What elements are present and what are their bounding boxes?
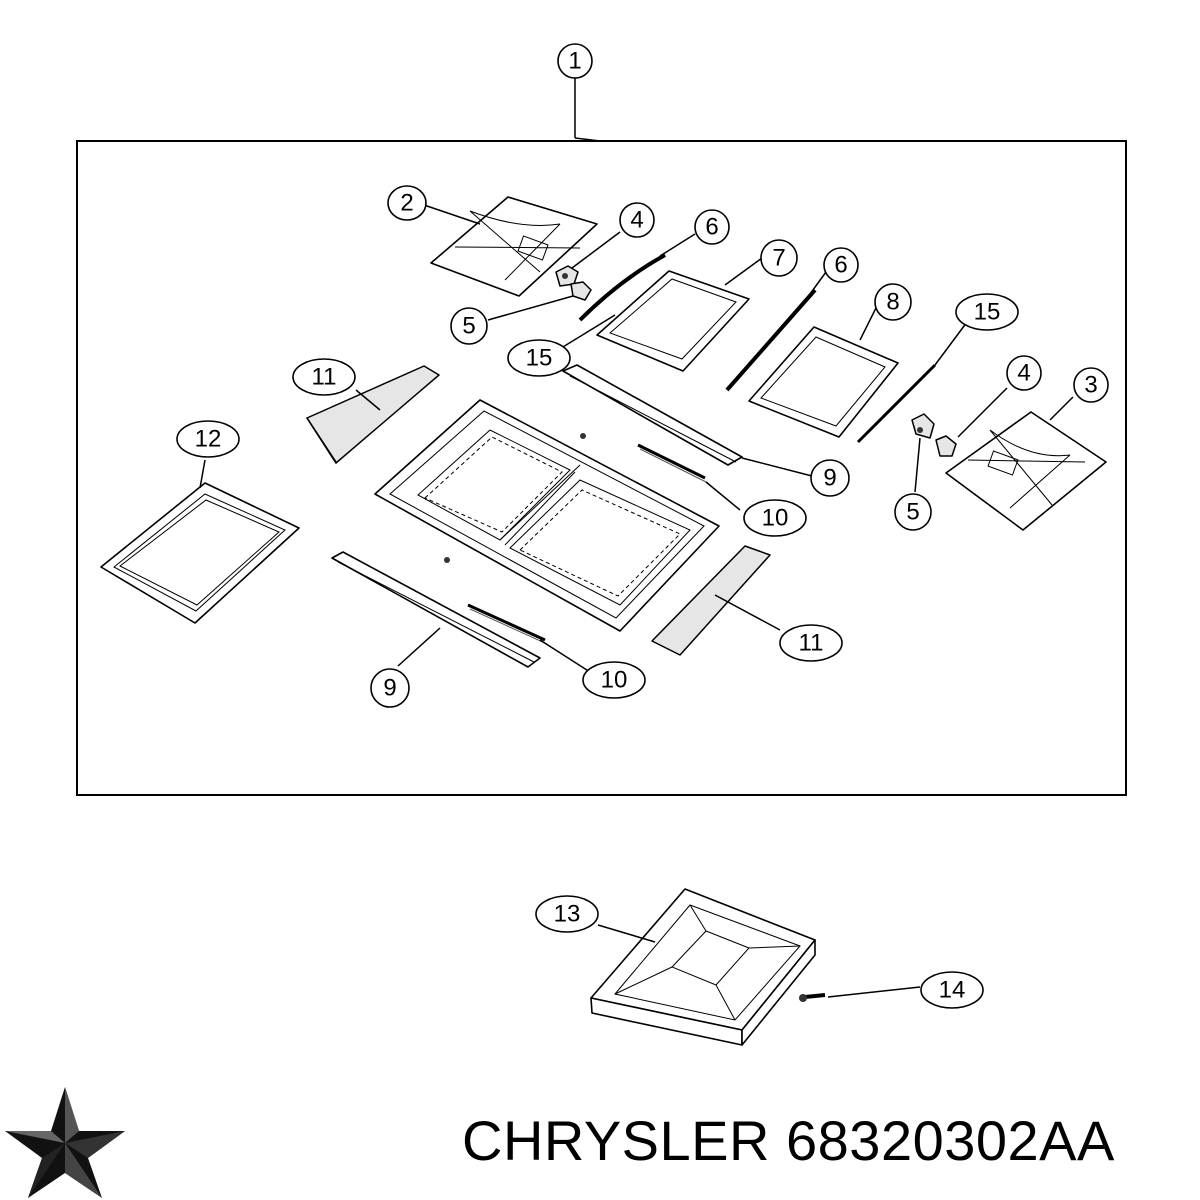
callout-6-left: 6 xyxy=(694,209,730,245)
callout-13: 13 xyxy=(535,895,599,933)
callout-2: 2 xyxy=(387,185,427,221)
chrysler-pentastar-logo-icon xyxy=(5,1087,125,1198)
callout-10-lower: 10 xyxy=(582,661,646,699)
callout-3: 3 xyxy=(1073,367,1109,403)
callout-14: 14 xyxy=(920,971,984,1009)
svg-text:7: 7 xyxy=(772,245,785,272)
svg-text:11: 11 xyxy=(312,364,337,391)
callout-10-upper: 10 xyxy=(743,499,807,537)
part-14-screw xyxy=(799,993,826,1002)
callout-15-right: 15 xyxy=(955,293,1019,331)
svg-text:15: 15 xyxy=(526,345,553,372)
svg-text:12: 12 xyxy=(195,426,222,453)
callout-9-upper: 9 xyxy=(810,459,850,497)
part-10-guide-upper xyxy=(637,443,709,484)
brand-name: CHRYSLER xyxy=(462,1109,770,1172)
svg-text:9: 9 xyxy=(823,465,836,492)
part-13-motor-module xyxy=(590,888,816,1046)
svg-text:2: 2 xyxy=(400,190,413,217)
callout-9-lower: 9 xyxy=(370,668,410,708)
callout-5-left: 5 xyxy=(450,307,488,345)
part-7-front-glass xyxy=(596,270,750,372)
part-number: 68320302AA xyxy=(786,1109,1115,1172)
callout-12: 12 xyxy=(176,420,240,458)
svg-text:10: 10 xyxy=(601,667,628,694)
part-number-label: CHRYSLER 68320302AA xyxy=(462,1108,1192,1173)
svg-text:5: 5 xyxy=(462,313,475,340)
svg-text:9: 9 xyxy=(383,675,396,702)
svg-text:4: 4 xyxy=(630,207,643,234)
svg-text:10: 10 xyxy=(762,505,789,532)
part-8-rear-glass xyxy=(748,326,899,438)
part-12-frame-panel xyxy=(100,482,300,624)
svg-text:6: 6 xyxy=(705,214,718,241)
part-9-rail-lower xyxy=(331,551,541,668)
callout-4-right: 4 xyxy=(1006,355,1042,391)
svg-text:3: 3 xyxy=(1084,372,1097,399)
callout-6-right: 6 xyxy=(823,247,859,283)
callout-8: 8 xyxy=(874,283,912,321)
part-11-side-panel-left xyxy=(306,365,440,464)
part-main-sunroof-frame xyxy=(374,399,720,632)
callout-7: 7 xyxy=(760,239,798,277)
part-11-side-panel-right xyxy=(651,545,771,656)
part-3-shade-panel xyxy=(945,411,1107,531)
svg-text:14: 14 xyxy=(939,977,966,1004)
svg-text:8: 8 xyxy=(886,289,899,316)
svg-text:1: 1 xyxy=(568,48,581,75)
svg-text:13: 13 xyxy=(554,901,581,928)
svg-text:4: 4 xyxy=(1017,360,1030,387)
part-4-bracket-right xyxy=(935,435,957,457)
callout-5-right: 5 xyxy=(894,493,932,531)
assembly-frame xyxy=(76,140,1127,796)
part-5-bracket-left xyxy=(570,281,592,301)
part-5-bracket-right xyxy=(911,413,935,439)
svg-text:15: 15 xyxy=(974,299,1001,326)
callout-1: 1 xyxy=(557,43,593,79)
part-2-shade-panel xyxy=(430,196,598,297)
part-6-seal-strip-b xyxy=(725,288,817,392)
part-10-guide-lower xyxy=(467,603,548,645)
callout-11-left: 11 xyxy=(292,358,356,396)
callout-4-left: 4 xyxy=(619,202,655,238)
callout-11-right: 11 xyxy=(779,624,843,662)
part-15-strip-right xyxy=(856,363,937,444)
svg-text:6: 6 xyxy=(834,252,847,279)
svg-text:11: 11 xyxy=(799,630,824,657)
callout-15-left: 15 xyxy=(507,339,571,377)
part-6-seal-strip-a xyxy=(578,253,666,322)
part-9-rail-upper xyxy=(562,364,743,466)
svg-text:5: 5 xyxy=(906,499,919,526)
part-4-bracket-left xyxy=(555,265,579,287)
